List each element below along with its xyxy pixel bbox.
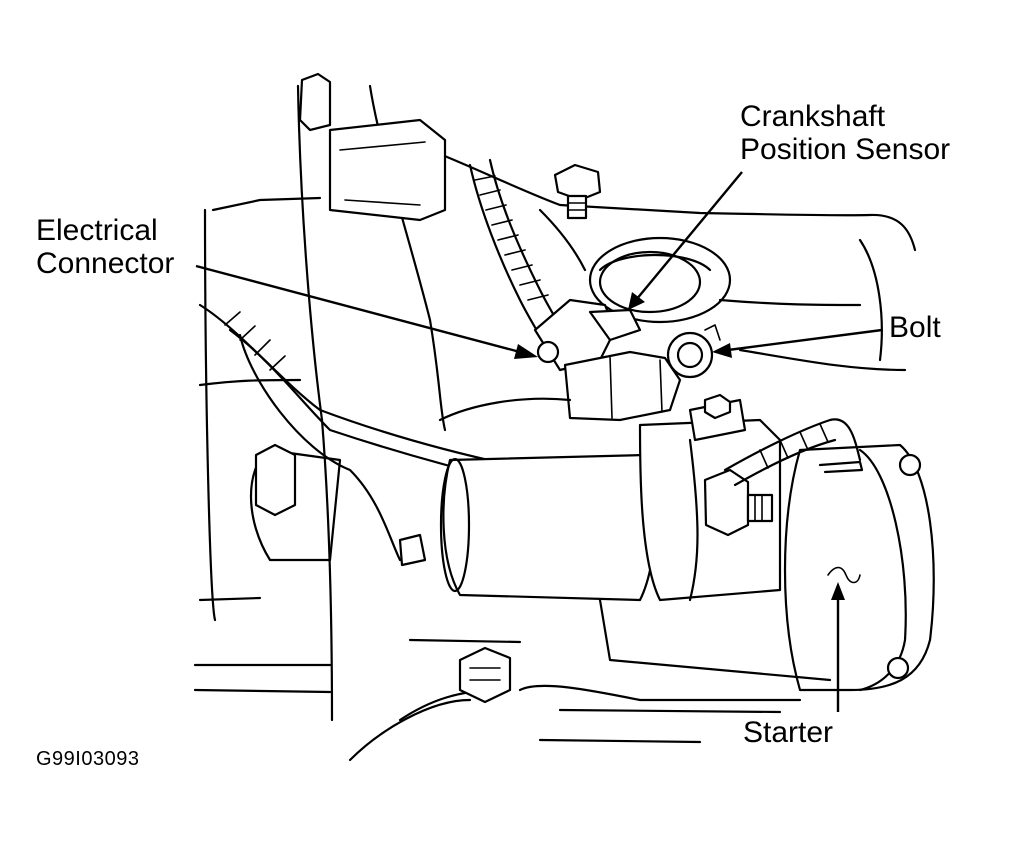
label-bolt: Bolt (889, 311, 941, 344)
lower-bolt (458, 646, 512, 704)
upper-panel (428, 148, 917, 372)
label-starter: Starter (743, 716, 834, 749)
label-crankshaft-position-sensor: Crankshaft Position Sensor (740, 100, 951, 166)
leader-lines (195, 171, 883, 712)
leader-bolt (727, 328, 883, 352)
component-block (298, 72, 447, 222)
leader-electrical-connector (195, 264, 521, 354)
figure-code: G99I03093 (36, 748, 140, 770)
label-electrical-connector: Electrical Connector (36, 214, 175, 280)
arrowhead-electrical-connector (514, 344, 538, 359)
upper-bolt (553, 163, 602, 220)
sensor-boss (588, 236, 732, 324)
leader-crankshaft-sensor (635, 171, 743, 301)
arrowhead-bolt (712, 343, 732, 358)
sensor-assembly (533, 298, 721, 422)
arrowhead-crankshaft-sensor (628, 292, 645, 310)
arrowhead-starter (831, 582, 845, 600)
starter-terminal (688, 393, 862, 537)
starter-motor (249, 418, 935, 692)
